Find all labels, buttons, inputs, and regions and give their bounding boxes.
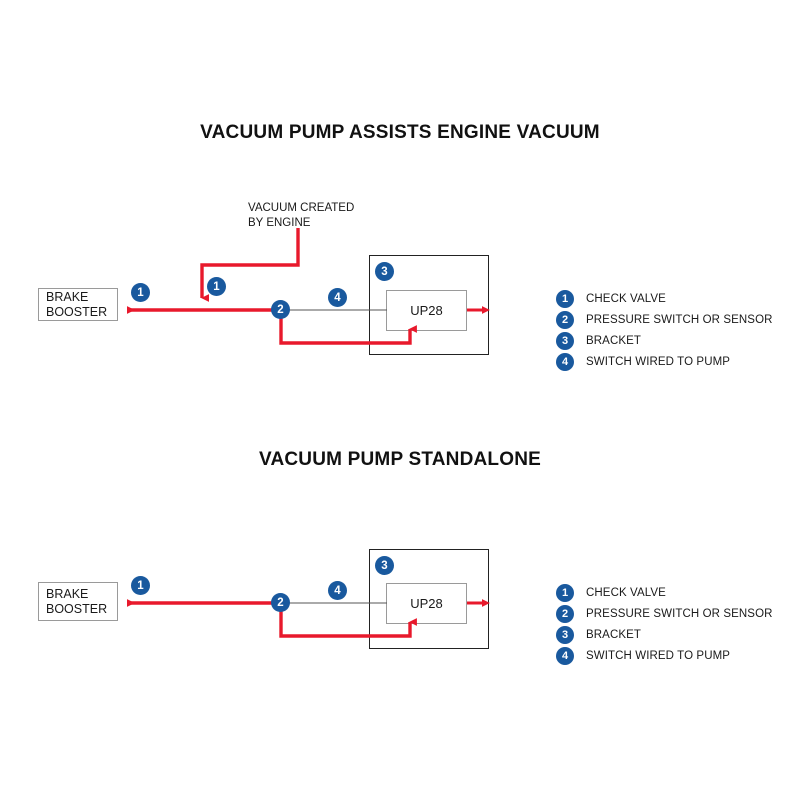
legend-badge-4: 4 (556, 646, 574, 665)
brake-booster-box-bottom: BRAKE BOOSTER (38, 582, 118, 621)
legend-item-switch-wired: 4 SWITCH WIRED TO PUMP (556, 351, 773, 372)
legend-item-pressure-switch: 2 PRESSURE SWITCH OR SENSOR (556, 603, 773, 624)
legend-number: 4 (561, 649, 569, 662)
engine-vacuum-callout-line2: BY ENGINE (248, 217, 311, 229)
switch-wire-marker-bottom: 4 (328, 581, 347, 600)
legend-label-check-valve: CHECK VALVE (586, 586, 666, 599)
marker-number: 1 (137, 579, 144, 592)
legend-badge-3: 3 (556, 625, 574, 644)
legend-badge-4: 4 (556, 352, 574, 371)
legend-number: 1 (561, 292, 569, 305)
legend-number: 2 (561, 607, 569, 620)
legend-label-switch-wired: SWITCH WIRED TO PUMP (586, 649, 731, 662)
pump-label-top: UP28 (410, 303, 443, 318)
legend-item-pressure-switch: 2 PRESSURE SWITCH OR SENSOR (556, 309, 773, 330)
legend-label-pressure-switch: PRESSURE SWITCH OR SENSOR (586, 607, 773, 620)
marker-number: 3 (381, 265, 388, 278)
page-title-vacuum-pump-assists-engine-vacuum: VACUUM PUMP ASSISTS ENGINE VACUUM (200, 122, 600, 143)
marker-number: 3 (381, 559, 388, 572)
legend-number: 4 (561, 355, 569, 368)
legend-item-bracket: 3 BRACKET (556, 624, 773, 645)
legend-number: 3 (561, 334, 569, 347)
marker-number: 4 (334, 291, 341, 304)
brake-booster-box-top: BRAKE BOOSTER (38, 288, 118, 321)
legend-badge-1: 1 (556, 583, 574, 602)
legend-label-check-valve: CHECK VALVE (586, 292, 666, 305)
legend-badge-2: 2 (556, 604, 574, 623)
legend-number: 2 (561, 313, 569, 326)
page-title-vacuum-pump-standalone: VACUUM PUMP STANDALONE (258, 449, 541, 470)
check-valve-marker-engine-top: 1 (207, 277, 226, 296)
legend-label-pressure-switch: PRESSURE SWITCH OR SENSOR (586, 313, 773, 326)
legend-label-bracket: BRACKET (586, 334, 642, 347)
legend-item-check-valve: 1 CHECK VALVE (556, 288, 773, 309)
marker-number: 2 (277, 303, 284, 316)
legend-item-bracket: 3 BRACKET (556, 330, 773, 351)
check-valve-marker-booster-bottom: 1 (131, 576, 150, 595)
legend-item-check-valve: 1 CHECK VALVE (556, 582, 773, 603)
legend-badge-3: 3 (556, 331, 574, 350)
brake-booster-label-line2: BOOSTER (46, 601, 108, 616)
legend-label-bracket: BRACKET (586, 628, 642, 641)
legend-top: 1 CHECK VALVE 2 PRESSURE SWITCH OR SENSO… (556, 288, 773, 372)
bracket-marker-top: 3 (375, 262, 394, 281)
switch-wire-marker-top: 4 (328, 288, 347, 307)
pump-label-bottom: UP28 (410, 596, 443, 611)
legend-number: 3 (561, 628, 569, 641)
check-valve-marker-booster-top: 1 (131, 283, 150, 302)
marker-number: 4 (334, 584, 341, 597)
legend-bottom: 1 CHECK VALVE 2 PRESSURE SWITCH OR SENSO… (556, 582, 773, 666)
marker-number: 2 (277, 596, 284, 609)
marker-number: 1 (213, 280, 220, 293)
pump-box-top: UP28 (386, 290, 467, 331)
pressure-switch-marker-bottom: 2 (271, 593, 290, 612)
marker-number: 1 (137, 286, 144, 299)
brake-booster-label-line2: BOOSTER (46, 304, 108, 319)
brake-booster-label-line1: BRAKE (46, 289, 89, 304)
legend-item-switch-wired: 4 SWITCH WIRED TO PUMP (556, 645, 773, 666)
engine-vacuum-callout: VACUUM CREATED BY ENGINE (248, 201, 354, 231)
pressure-switch-marker-top: 2 (271, 300, 290, 319)
brake-booster-label-line1: BRAKE (46, 586, 89, 601)
legend-badge-1: 1 (556, 289, 574, 308)
engine-vacuum-callout-line1: VACUUM CREATED (248, 202, 355, 214)
legend-number: 1 (561, 586, 569, 599)
legend-badge-2: 2 (556, 310, 574, 329)
bracket-marker-bottom: 3 (375, 556, 394, 575)
pump-box-bottom: UP28 (386, 583, 467, 624)
legend-label-switch-wired: SWITCH WIRED TO PUMP (586, 355, 731, 368)
